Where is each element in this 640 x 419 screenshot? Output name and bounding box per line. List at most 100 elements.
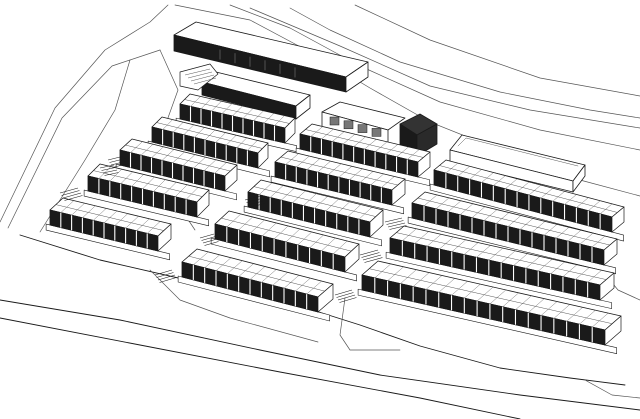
terrain-line	[339, 297, 401, 351]
roof-divider	[283, 275, 300, 289]
roof-divider	[400, 269, 417, 284]
roof-divider	[262, 222, 277, 237]
roof-divider	[200, 98, 212, 109]
stair-line	[187, 71, 213, 79]
roof-divider	[425, 275, 443, 290]
stair-step	[99, 164, 115, 169]
roof-divider	[413, 272, 430, 287]
row-gable	[317, 283, 334, 313]
roof-divider	[513, 253, 528, 266]
stair-step	[387, 222, 406, 228]
stair-step	[201, 236, 216, 241]
row-gable	[603, 238, 618, 266]
stair-step	[244, 195, 261, 201]
roof-divider	[358, 207, 373, 220]
row-gable	[369, 209, 384, 238]
roof-ridge	[221, 217, 352, 252]
roof-divider	[309, 234, 324, 249]
housing-rows	[45, 93, 625, 354]
roof-divider	[385, 144, 398, 155]
roof-divider	[328, 163, 342, 175]
roof-divider	[505, 178, 518, 189]
roof-divider	[519, 218, 534, 230]
center-building-window	[329, 116, 340, 126]
mid-block-side	[295, 94, 311, 120]
roof-divider	[142, 176, 155, 190]
roof-divider	[579, 232, 594, 245]
stair-step	[334, 289, 353, 296]
stair-step	[110, 160, 128, 166]
roof-divider	[457, 166, 470, 177]
terrain-line	[19, 234, 626, 386]
roof-divider	[303, 193, 317, 206]
roof-divider	[306, 280, 322, 295]
roof-divider	[353, 136, 366, 147]
roof-divider	[175, 184, 188, 197]
roof-divider	[103, 210, 118, 224]
roof-divider	[359, 171, 374, 183]
roof-divider	[600, 203, 613, 215]
roof-divider	[153, 179, 166, 192]
roof-divider	[507, 215, 522, 227]
stair-step	[389, 225, 407, 230]
row-gable	[344, 243, 360, 273]
stair-line	[193, 77, 217, 85]
roof-divider	[476, 286, 494, 302]
roof-ridge	[184, 99, 290, 124]
right-building-side	[572, 164, 586, 193]
roof-divider	[332, 131, 345, 142]
stair-step	[249, 203, 265, 208]
stair-step	[62, 192, 82, 199]
roof-divider	[173, 122, 184, 133]
roof-divider	[528, 298, 545, 313]
roof-divider	[543, 224, 558, 236]
roof-divider	[451, 239, 466, 252]
roof-divider	[214, 162, 227, 174]
roof-divider	[296, 155, 310, 168]
roof-divider	[183, 124, 194, 135]
roof-divider	[439, 236, 454, 250]
roof-divider	[140, 144, 154, 156]
roof-divider	[136, 218, 150, 231]
roof-divider	[172, 151, 185, 164]
roof-ridge	[417, 197, 610, 246]
roof-divider	[564, 194, 577, 205]
roof-divider	[295, 278, 311, 292]
roof-divider	[540, 188, 553, 199]
roof-divider	[463, 242, 479, 255]
roof-divider	[333, 240, 348, 255]
terrain-line	[0, 4, 169, 223]
roof-divider	[258, 182, 273, 195]
stair-step	[104, 172, 119, 176]
terrain-line	[354, 4, 640, 97]
row-gable	[257, 142, 269, 169]
roof-divider	[274, 115, 285, 126]
roof-divider	[325, 198, 339, 212]
roof-divider	[204, 129, 216, 141]
roof-divider	[263, 113, 275, 124]
stair-step	[337, 294, 356, 301]
roof-ridge	[188, 255, 325, 292]
roof-divider	[495, 212, 510, 224]
stair-step	[61, 190, 80, 196]
roof-divider	[336, 201, 350, 214]
terrain-line	[289, 7, 640, 119]
roof-divider	[215, 257, 232, 271]
roof-divider	[338, 166, 352, 178]
roof-divider	[232, 105, 243, 117]
roof-ridge	[125, 144, 231, 172]
row-gable	[284, 117, 296, 144]
top-block-side	[345, 61, 369, 93]
roof-divider	[249, 266, 266, 280]
roof-ridge	[280, 156, 398, 186]
roof-divider	[538, 259, 553, 272]
roof-ridge	[93, 170, 203, 197]
buildings	[173, 21, 586, 193]
row-gable	[417, 151, 431, 178]
stair-step	[154, 269, 173, 276]
roof-divider	[285, 228, 301, 243]
stair-step	[364, 257, 383, 263]
roof-divider	[483, 209, 498, 221]
roof-divider	[435, 197, 450, 210]
